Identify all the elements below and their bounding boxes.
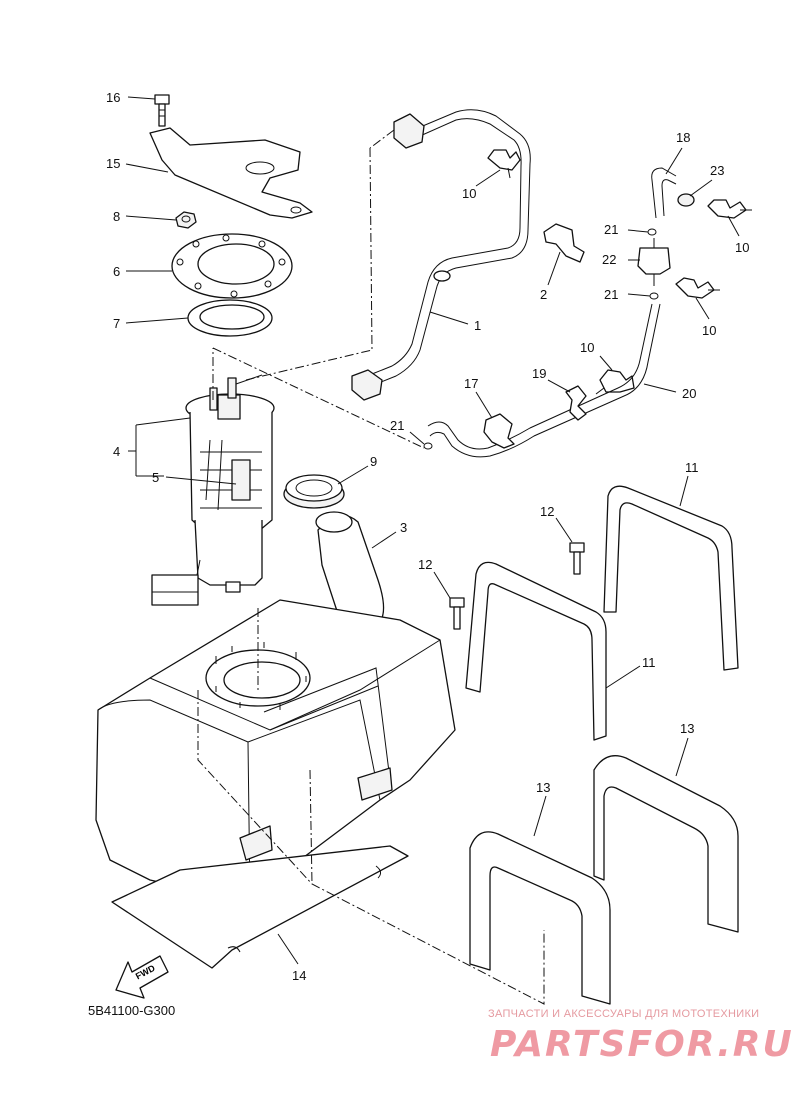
- fuel-hose-1: [351, 109, 531, 401]
- callout-23: 23: [710, 163, 724, 178]
- fuel-cap-9: [283, 474, 345, 509]
- callout-18: 18: [676, 130, 690, 145]
- callout-22: 22: [602, 252, 616, 267]
- callout-labels: 16 15 8 6 7 4 5 1 10 2 18 23 21 22 10 21…: [106, 90, 749, 983]
- callout-11-a: 11: [685, 460, 699, 475]
- clamp-21c: [423, 442, 433, 450]
- pad-13-rear: [593, 755, 739, 933]
- clamp-21b: [649, 292, 659, 300]
- callout-6: 6: [113, 264, 120, 279]
- callout-21-a: 21: [604, 222, 618, 237]
- callout-21-c: 21: [390, 418, 404, 433]
- leader-lines: [125, 96, 740, 965]
- callout-5: 5: [152, 470, 159, 485]
- callout-10-a: 10: [462, 186, 476, 201]
- callout-10-d: 10: [580, 340, 594, 355]
- callout-21-b: 21: [604, 287, 618, 302]
- nut-8: [175, 211, 197, 229]
- fuel-pump-assembly-4: [151, 374, 275, 606]
- strap-11-front: [465, 561, 607, 741]
- callout-14: 14: [292, 968, 306, 983]
- cap-23: [677, 193, 695, 207]
- watermark-tagline: ЗАПЧАСТИ И АКСЕССУАРЫ ДЛЯ МОТОТЕХНИКИ: [488, 1008, 760, 1020]
- clamp-bracket-2: [543, 223, 585, 263]
- clip-17: [483, 413, 515, 449]
- fuel-filter-22: [637, 238, 671, 286]
- callout-11-b: 11: [642, 655, 656, 670]
- fwd-arrow: [115, 955, 169, 999]
- callout-9: 9: [370, 454, 377, 469]
- callout-4: 4: [113, 444, 120, 459]
- hose-clip-10b: [707, 199, 752, 219]
- callout-10-b: 10: [735, 240, 749, 255]
- callout-2: 2: [540, 287, 547, 302]
- callout-12-a: 12: [540, 504, 554, 519]
- callout-10-c: 10: [702, 323, 716, 338]
- callout-17: 17: [464, 376, 478, 391]
- clip-19: [565, 385, 587, 421]
- hose-20: [427, 303, 661, 458]
- retainer-ring-6: [171, 233, 293, 299]
- tank-tray-14: [111, 845, 409, 969]
- filler-neck-3: [315, 511, 385, 623]
- diagram-code: 5B41100-G300: [88, 1003, 176, 1018]
- bracket-plate-15: [149, 127, 313, 219]
- hose-18: [651, 167, 677, 219]
- callout-13-b: 13: [536, 780, 550, 795]
- watermark-brand: PARTSFOR.RU: [490, 1024, 794, 1065]
- callout-13-a: 13: [680, 721, 694, 736]
- hose-clip-10d: [595, 369, 635, 395]
- callout-3: 3: [400, 520, 407, 535]
- bolt-16: [154, 94, 170, 127]
- callout-19: 19: [532, 366, 546, 381]
- pad-13-front: [469, 831, 611, 1005]
- clamp-21a: [647, 228, 657, 236]
- callout-8: 8: [113, 209, 120, 224]
- hose-clip-10c: [675, 277, 720, 299]
- bolt-12b: [449, 597, 465, 630]
- callout-15: 15: [106, 156, 120, 171]
- callout-7: 7: [113, 316, 120, 331]
- callout-12-b: 12: [418, 557, 432, 572]
- callout-1: 1: [474, 318, 481, 333]
- bolt-12a: [569, 542, 585, 575]
- callout-16: 16: [106, 90, 120, 105]
- fuel-tank: [95, 599, 456, 901]
- strap-11-rear: [603, 485, 739, 671]
- hose-clip-10a: [487, 149, 521, 179]
- gasket-7: [187, 299, 273, 337]
- callout-20: 20: [682, 386, 696, 401]
